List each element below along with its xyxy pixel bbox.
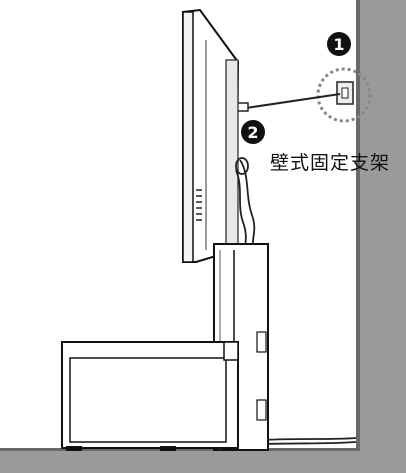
cables [235, 157, 357, 445]
tv-side-ports [196, 189, 202, 221]
safety-strap [245, 93, 341, 109]
floor-edge [0, 448, 360, 451]
stand-clip-lower [256, 399, 267, 421]
stand-foot-left [66, 446, 82, 451]
tv-front-bezel [182, 11, 194, 263]
callout-marker-2 [241, 120, 265, 144]
wall-bracket-label: 壁式固定支架 [270, 152, 391, 174]
callout-marker-1 [327, 32, 351, 56]
stand-clip-upper [256, 331, 267, 353]
stand-foot-right [160, 446, 176, 451]
wall-inner-shadow [356, 0, 360, 473]
stand-base-lip [223, 341, 239, 361]
bracket-highlight-circle [316, 67, 372, 123]
stand-base-inner [69, 357, 227, 443]
tv-back-housing [225, 59, 239, 251]
callout-marker-2-text: 2 [247, 123, 258, 142]
wall-bracket-hook [341, 87, 349, 99]
callout-marker-1-text: 1 [333, 35, 344, 54]
floor [0, 450, 406, 473]
wall [358, 0, 406, 473]
stand-base [61, 341, 239, 449]
